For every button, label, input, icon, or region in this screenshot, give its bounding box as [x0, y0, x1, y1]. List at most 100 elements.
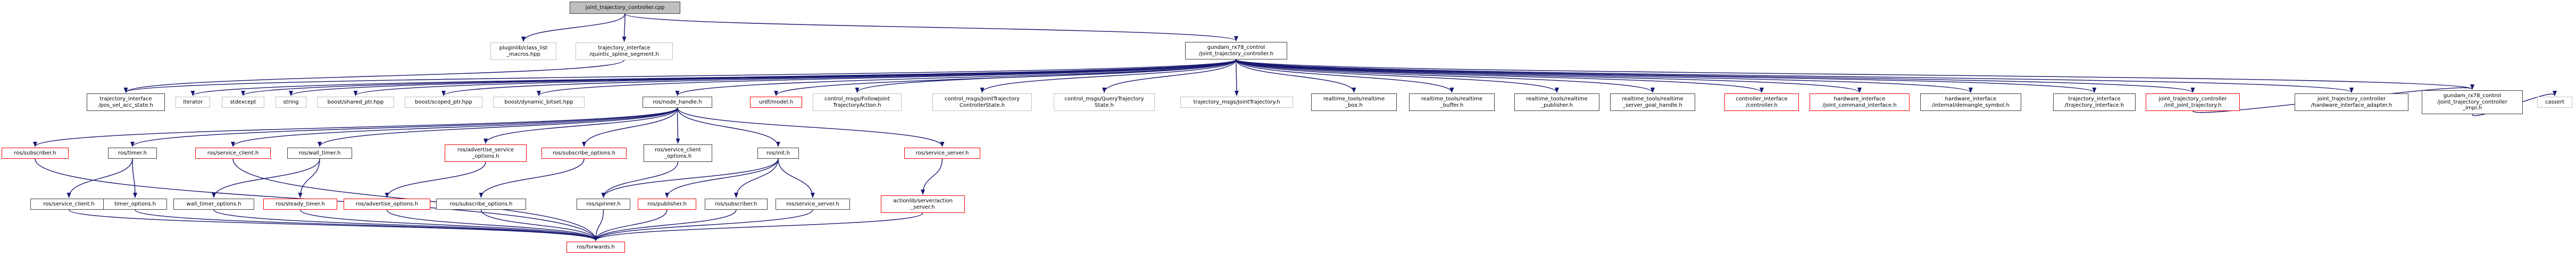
graph-node[interactable]: actionlib/server/action _server.h	[881, 195, 965, 213]
graph-edge	[289, 59, 1237, 96]
graph-node[interactable]: control_msgs/QueryTrajectory State.h	[1054, 93, 1155, 111]
graph-node-label: joint_trajectory_controller.cpp	[585, 4, 665, 11]
graph-node[interactable]: timer_options.h	[103, 199, 167, 210]
graph-node[interactable]: cassert	[2537, 97, 2572, 108]
graph-edge	[921, 158, 943, 195]
graph-node-label: control_msgs/JointTrajectory ControllerS…	[944, 96, 1020, 108]
graph-edge	[479, 158, 585, 198]
graph-node[interactable]: ros/advertise_service _options.h	[445, 144, 527, 162]
graph-node[interactable]: joint_trajectory_controller /init_joint_…	[2146, 93, 2240, 111]
graph-node[interactable]: trajectory_msgs/JointTrajectory.h	[1180, 97, 1293, 108]
graph-node[interactable]: boost/scoped_ptr.hpp	[405, 97, 482, 108]
graph-node[interactable]: iterator	[176, 97, 210, 108]
graph-node[interactable]: hardware_interface /joint_command_interf…	[1810, 93, 1910, 111]
graph-node[interactable]: control_msgs/JointTrajectory ControllerS…	[932, 93, 1032, 111]
graph-edge	[675, 59, 1237, 96]
graph-node[interactable]: wall_timer_options.h	[173, 199, 254, 210]
graph-node[interactable]: ros/subscribe_options.h	[541, 148, 627, 159]
graph-edge	[1236, 59, 1973, 93]
graph-node[interactable]: joint_trajectory_controller /hardware_in…	[2295, 93, 2408, 111]
graph-node-label: urdf/model.h	[758, 99, 794, 105]
graph-node-label: trajectory_interface /pos_vel_acc_state.…	[98, 96, 153, 108]
graph-node-label: joint_trajectory_controller /hardware_in…	[2311, 96, 2392, 108]
graph-node-label: joint_trajectory_controller /init_joint_…	[2158, 96, 2227, 108]
graph-edge	[734, 158, 779, 198]
graph-edge	[622, 13, 627, 42]
graph-node-label: boost/scoped_ptr.hpp	[415, 99, 472, 105]
graph-node[interactable]: ros/timer.h	[108, 148, 157, 159]
graph-node[interactable]: ros/init.h	[757, 148, 799, 159]
graph-node[interactable]: controller_interface /controller.h	[1724, 93, 1799, 111]
graph-node[interactable]: gundam_rx78_control /joint_trajectory_co…	[2422, 90, 2523, 114]
graph-node[interactable]: string	[276, 97, 306, 108]
graph-node[interactable]: ros/advertise_options.h	[344, 199, 430, 210]
graph-edge	[778, 158, 815, 198]
graph-node[interactable]: boost/shared_ptr.hpp	[317, 97, 394, 108]
graph-node-label: ros/service_client _options.h	[655, 147, 701, 159]
graph-node-label: gundam_rx78_control /joint_trajectory_co…	[2437, 93, 2507, 112]
graph-edge	[677, 107, 945, 147]
graph-node-label: ros/advertise_options.h	[356, 201, 418, 207]
graph-node[interactable]: ros/steady_timer.h	[263, 199, 337, 210]
graph-edge	[130, 107, 678, 147]
graph-node[interactable]: realtime_tools/realtime _box.h	[1311, 93, 1397, 111]
graph-node[interactable]: realtime_tools/realtime _buffer.h	[1409, 93, 1495, 111]
graph-edge	[441, 59, 1237, 96]
graph-node[interactable]: hardware_interface /internal/demangle_sy…	[1920, 93, 2021, 111]
graph-edge	[1236, 59, 1862, 93]
graph-node[interactable]: ros/spinner.h	[577, 199, 630, 210]
graph-node[interactable]: trajectory_interface /quintic_spline_seg…	[576, 42, 673, 60]
graph-edge	[582, 107, 678, 147]
graph-node-label: cassert	[2545, 99, 2565, 105]
graph-node[interactable]: ros/publisher.h	[638, 199, 696, 210]
graph-node[interactable]: ros/subscriber.h	[2, 148, 69, 159]
graph-node-label: ros/publisher.h	[647, 201, 687, 207]
graph-node[interactable]: ros/service_client.h	[30, 199, 107, 210]
graph-node[interactable]: pluginlib/class_list _macros.hpp	[490, 42, 556, 60]
graph-node[interactable]: joint_trajectory_controller.cpp	[570, 2, 680, 14]
graph-node-label: realtime_tools/realtime _publisher.h	[1526, 96, 1588, 108]
graph-node[interactable]: realtime_tools/realtime _publisher.h	[1514, 93, 1599, 111]
graph-edge	[318, 107, 678, 147]
graph-node[interactable]: ros/wall_timer.h	[287, 148, 352, 159]
graph-edge	[190, 59, 1237, 96]
graph-node-label: controller_interface /controller.h	[1736, 96, 1788, 108]
graph-node[interactable]: control_msgs/FollowJoint TrajectoryActio…	[813, 93, 902, 111]
graph-node[interactable]: trajectory_interface /pos_vel_acc_state.…	[87, 93, 165, 111]
graph-node[interactable]: realtime_tools/realtime _server_goal_han…	[1610, 93, 1695, 111]
graph-edge	[1236, 59, 2097, 93]
graph-edge	[677, 107, 780, 147]
graph-node[interactable]: ros/forwards.h	[566, 242, 625, 253]
graph-edge	[624, 13, 1238, 41]
graph-node[interactable]: stdexcept	[222, 97, 264, 108]
graph-node[interactable]: ros/subscribe_options.h	[436, 199, 526, 210]
graph-node[interactable]: ros/service_client.h	[195, 148, 271, 159]
graph-node[interactable]: ros/node_handle.h	[643, 97, 712, 108]
graph-edge	[537, 59, 1237, 96]
graph-node[interactable]: boost/dynamic_bitset.hpp	[493, 97, 585, 108]
graph-edge	[353, 59, 1237, 96]
graph-node-label: ros/service_client.h	[207, 150, 259, 156]
graph-node-label: ros/subscriber.h	[14, 150, 56, 156]
graph-node-label: boost/shared_ptr.hpp	[327, 99, 384, 105]
graph-node[interactable]: ros/service_server.h	[904, 148, 980, 159]
graph-edge	[601, 161, 679, 198]
graph-node-label: ros/steady_timer.h	[276, 201, 325, 207]
graph-node[interactable]: urdf/model.h	[750, 97, 802, 108]
graph-node-label: control_msgs/QueryTrajectory State.h	[1064, 96, 1144, 108]
graph-node-label: ros/subscribe_options.h	[449, 201, 513, 207]
graph-edge	[135, 209, 598, 241]
graph-edge	[1102, 59, 1237, 93]
graph-node[interactable]: ros/service_client _options.h	[644, 144, 712, 162]
graph-node[interactable]: ros/subscriber.h	[705, 199, 768, 210]
graph-node-label: pluginlib/class_list _macros.hpp	[499, 45, 548, 57]
graph-node-label: realtime_tools/realtime _box.h	[1323, 96, 1385, 108]
graph-node[interactable]: gundam_rx78_control /joint_trajectory_co…	[1185, 42, 1287, 59]
graph-node[interactable]: ros/service_server.h	[776, 199, 850, 210]
graph-node[interactable]: trajectory_interface /trajectory_interfa…	[2053, 93, 2136, 111]
graph-node-label: trajectory_interface /trajectory_interfa…	[2064, 96, 2124, 108]
graph-edge	[855, 59, 1237, 93]
graph-edge	[231, 107, 678, 147]
graph-edge	[601, 158, 779, 198]
